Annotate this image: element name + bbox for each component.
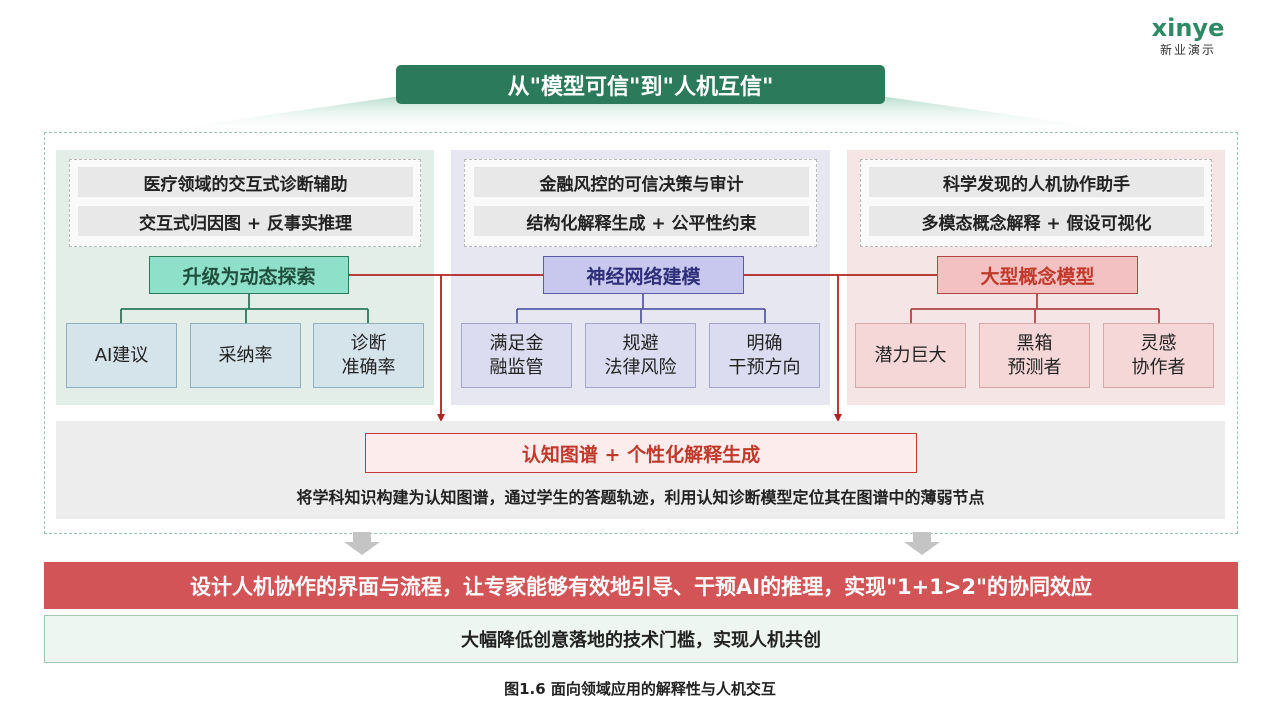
title-banner: 从"模型可信"到"人机互信" [396, 65, 885, 104]
category-large-concept-model: 大型概念模型 [937, 256, 1138, 294]
leaf-legal-risk: 规避法律风险 [585, 323, 696, 388]
leaf-text-line1: 灵感 [1140, 332, 1177, 354]
finance-heading: 金融风控的可信决策与审计 [474, 167, 809, 197]
finance-method: 结构化解释生成 + 公平性约束 [474, 206, 809, 236]
leaf-adoption-rate: 采纳率 [190, 323, 301, 388]
down-arrow-icon [344, 532, 380, 555]
leaf-text-line1: 诊断 [350, 332, 387, 354]
co-creation-banner: 大幅降低创意落地的技术门槛，实现人机共创 [44, 615, 1238, 663]
leaf-text-line2: 法律风险 [604, 356, 677, 378]
category-neural-network-modeling: 神经网络建模 [543, 256, 744, 294]
medical-heading: 医疗领域的交互式诊断辅助 [78, 167, 413, 197]
leaf-text-line1: 满足金 [489, 332, 544, 354]
brand-logo: xinye 新业演示 [1138, 14, 1238, 58]
category-dynamic-exploration: 升级为动态探索 [149, 256, 349, 294]
leaf-text-line1: 明确 [746, 332, 783, 354]
leaf-ai-suggestion: AI建议 [66, 323, 177, 388]
science-method: 多模态概念解释 + 假设可视化 [869, 206, 1204, 236]
leaf-text-line2: 预测者 [1007, 356, 1062, 378]
leaf-text-line2: 干预方向 [728, 356, 801, 378]
leaf-text-line2: 准确率 [341, 356, 396, 378]
leaf-financial-regulation: 满足金融监管 [461, 323, 572, 388]
leaf-great-potential: 潜力巨大 [855, 323, 966, 388]
leaf-inspiration-collaborator: 灵感协作者 [1103, 323, 1214, 388]
science-heading: 科学发现的人机协作助手 [869, 167, 1204, 197]
logo-subtitle: 新业演示 [1159, 43, 1216, 57]
leaf-text-line2: 协作者 [1131, 356, 1186, 378]
leaf-text: AI建议 [94, 344, 149, 366]
leaf-text-line1: 黑箱 [1016, 332, 1053, 354]
leaf-diagnosis-accuracy: 诊断准确率 [313, 323, 424, 388]
leaf-text: 采纳率 [218, 344, 273, 366]
knowledge-graph-description: 将学科知识构建为认知图谱，通过学生的答题轨迹，利用认知诊断模型定位其在图谱中的薄… [296, 488, 985, 507]
leaf-black-box-predictor: 黑箱预测者 [979, 323, 1090, 388]
leaf-text-line1: 规避 [622, 332, 659, 354]
leaf-intervention-direction: 明确干预方向 [709, 323, 820, 388]
outer-dashed-frame [44, 132, 1238, 534]
figure-caption: 图1.6 面向领域应用的解释性与人机交互 [504, 679, 776, 698]
down-arrow-icon [904, 532, 940, 555]
leaf-text: 潜力巨大 [874, 344, 947, 366]
medical-method: 交互式归因图 + 反事实推理 [78, 206, 413, 236]
logo-word: xinye [1151, 14, 1225, 42]
knowledge-graph-title: 认知图谱 + 个性化解释生成 [365, 433, 917, 473]
collaboration-banner: 设计人机协作的界面与流程，让专家能够有效地引导、干预AI的推理，实现"1+1>2… [44, 562, 1238, 609]
leaf-text-line2: 融监管 [489, 356, 544, 378]
title-glow [150, 96, 1130, 132]
